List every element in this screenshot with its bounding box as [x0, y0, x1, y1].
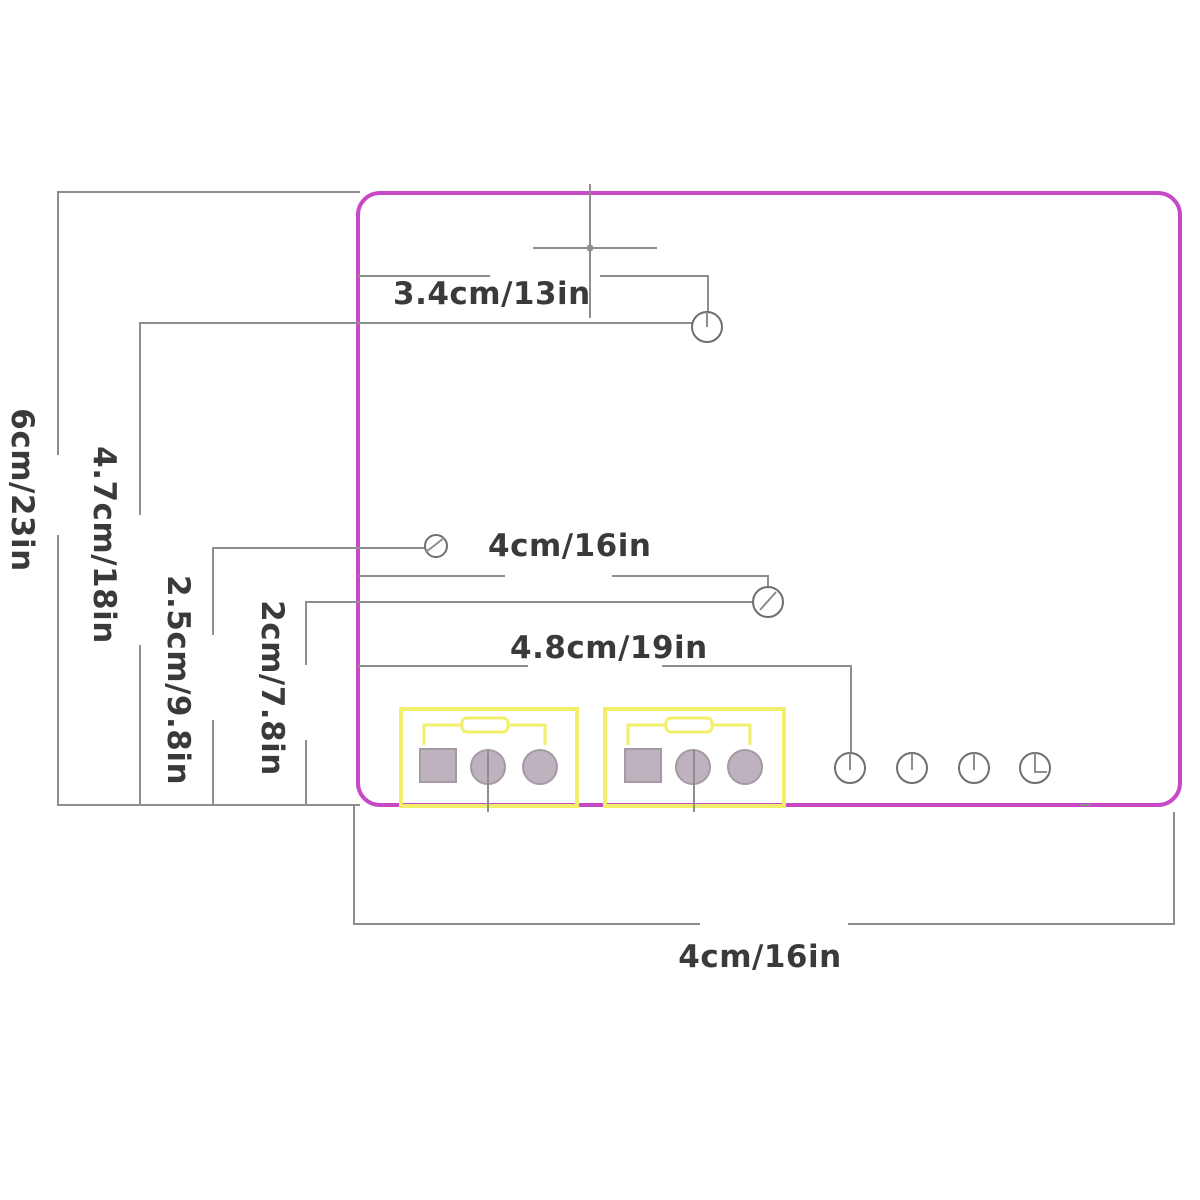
hole-mid-right-height-dimension [305, 601, 755, 805]
hole-top-offset-dimension [358, 275, 709, 312]
terminal-pad-circle [522, 749, 558, 785]
crosshair-icon [533, 184, 657, 318]
hole-top-height-dimension [139, 322, 692, 805]
hole-top-offset-label: 3.4cm/13in [393, 276, 591, 312]
circle-pin-icon [834, 752, 866, 784]
hole-top-height-label: 4.7cm/18in [86, 446, 122, 644]
hole-mid-right-height-label: 2cm/7.8in [254, 600, 290, 776]
height-total-label: 6cm/23in [4, 408, 40, 571]
hole-mid-offset-label: 4cm/16in [488, 528, 651, 564]
mounting-hole-icon [752, 586, 784, 618]
width-total-label: 4cm/16in [678, 939, 841, 975]
header-pins [834, 752, 1051, 784]
terminal-block [603, 707, 786, 812]
terminal-pad-square [624, 748, 662, 783]
height-total-dimension [57, 191, 360, 806]
circle-pin-icon [896, 752, 928, 784]
circle-pin-icon [958, 752, 990, 784]
header-offset-label: 4.8cm/19in [510, 630, 708, 666]
mounting-hole-icon [424, 534, 448, 558]
hole-mid-left-height-dimension [212, 547, 430, 805]
terminal-block [399, 707, 579, 812]
circle-pin-icon [1019, 752, 1051, 784]
width-total-dimension [353, 806, 1175, 925]
terminal-pad-square [419, 748, 457, 783]
hole-mid-offset-dimension [358, 575, 769, 590]
header-offset-dimension [358, 665, 852, 752]
terminal-pad-circle [727, 749, 763, 785]
hole-mid-left-height-label: 2.5cm/9.8in [160, 575, 196, 785]
